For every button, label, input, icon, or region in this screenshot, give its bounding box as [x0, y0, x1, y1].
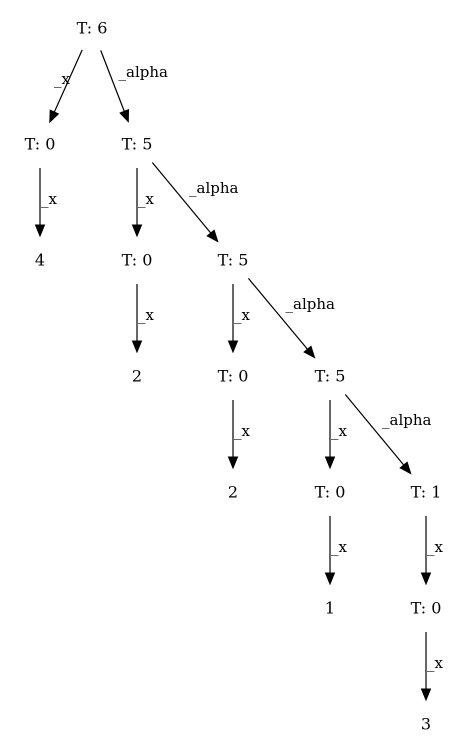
edge-label: _x [41, 190, 58, 208]
arrowhead-icon [324, 456, 336, 470]
tree-node-n-b1-1-1-0-leaf: 3 [421, 715, 431, 734]
arrowhead-icon [206, 229, 219, 243]
tree-node-n-b1-1-0-leaf: 1 [325, 599, 335, 618]
edge-line [53, 49, 83, 113]
edge-label: _x [234, 306, 251, 324]
edge-line [247, 278, 308, 350]
tree-edge-n-b-to-n-b0: _x [131, 168, 155, 238]
tree-node-n-b1-0-leaf: 2 [228, 483, 238, 502]
tree-edge-n-a-to-n-a-leaf: _x [34, 168, 58, 238]
tree-node-n-b0: T: 0 [122, 251, 153, 270]
edge-label: _x [138, 190, 155, 208]
edge-label: _alpha [286, 295, 336, 313]
tree-edge-n-b1-1-1-0-to-n-b1-1-1-0-leaf: _x [420, 632, 444, 702]
tree-edge-n-b1-1-to-n-b1-1-1: _alpha [344, 394, 432, 475]
edge-label: _x [54, 70, 71, 88]
edge-label: _alpha [382, 411, 432, 429]
tree-node-n-b1-1: T: 5 [315, 367, 346, 386]
edge-label: _x [331, 422, 348, 440]
tree-node-n-b1: T: 5 [218, 251, 249, 270]
tree-node-n-b: T: 5 [122, 135, 153, 154]
arrowhead-icon [119, 108, 130, 123]
edge-label: _x [138, 306, 155, 324]
tree-edge-n-b1-to-n-b1-1: _alpha [247, 278, 336, 359]
edges-layer: _x _alpha _x _x _alpha _x _x _alpha _x _x _alpha _x… [34, 49, 444, 702]
arrowhead-icon [227, 456, 239, 470]
arrowhead-icon [303, 345, 316, 359]
tree-edge-n-root-to-n-a: _x [49, 49, 83, 124]
edge-line [100, 50, 125, 112]
arrowhead-icon [324, 572, 336, 586]
tree-edge-n-b1-1-1-to-n-b1-1-1-0: _x [420, 516, 444, 586]
arrowhead-icon [420, 572, 432, 586]
tree-edge-n-b1-to-n-b1-0: _x [227, 284, 251, 354]
edge-label: _alpha [189, 179, 239, 197]
arrowhead-icon [131, 224, 143, 238]
tree-edge-n-b0-to-n-b0-leaf: _x [131, 284, 155, 354]
edge-line [344, 394, 405, 466]
tree-edge-n-b1-1-to-n-b1-1-0: _x [324, 400, 348, 470]
edge-label: _alpha [119, 63, 169, 81]
tree-edge-n-b1-0-to-n-b1-0-leaf: _x [227, 400, 251, 470]
nodes-layer: T: 6 T: 0 T: 5 4 T: 0 T: 5 2 T: 0 T: 5 2 T: 0 T: 1 1… [25, 19, 442, 734]
tree-edge-n-root-to-n-b: _alpha [100, 50, 169, 123]
arrowhead-icon [34, 224, 46, 238]
edge-label: _x [234, 422, 251, 440]
arrowhead-icon [49, 109, 60, 124]
edge-label: _x [427, 538, 444, 556]
arrowhead-icon [420, 688, 432, 702]
arrowhead-icon [227, 340, 239, 354]
tree-node-n-b1-0: T: 0 [218, 367, 249, 386]
tree-edge-n-b-to-n-b1: _alpha [151, 162, 239, 243]
tree-node-n-b1-1-1: T: 1 [411, 483, 442, 502]
arrowhead-icon [399, 461, 412, 475]
edge-label: _x [331, 538, 348, 556]
arrowhead-icon [131, 340, 143, 354]
edge-line [151, 162, 212, 234]
tree-node-n-a-leaf: 4 [35, 251, 45, 270]
tree-node-n-b0-leaf: 2 [132, 367, 142, 386]
tree-node-n-b1-1-1-0: T: 0 [411, 599, 442, 618]
tree-node-n-b1-1-0: T: 0 [315, 483, 346, 502]
tree-node-n-a: T: 0 [25, 135, 56, 154]
edge-label: _x [427, 654, 444, 672]
tree-edge-n-b1-1-0-to-n-b1-1-0-leaf: _x [324, 516, 348, 586]
tree-node-n-root: T: 6 [77, 19, 108, 38]
